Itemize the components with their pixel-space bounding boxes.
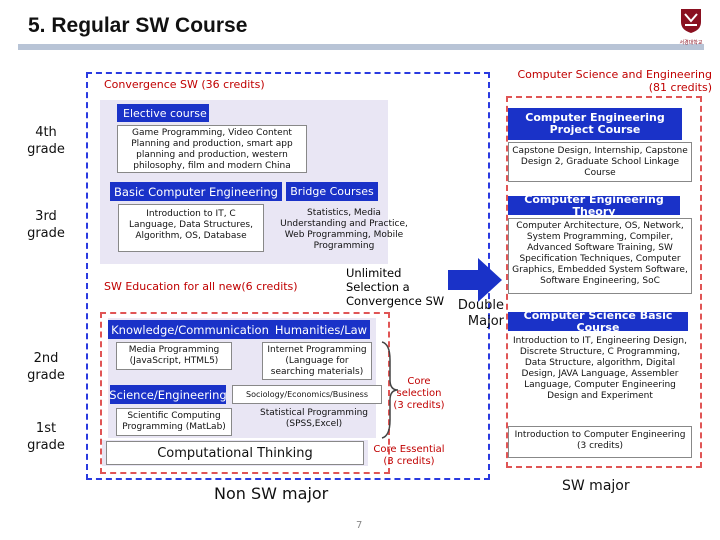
non-sw-major-label: Non SW major	[214, 484, 329, 503]
sw-education-region	[100, 312, 390, 474]
grade-2nd: 2nd grade	[27, 351, 65, 383]
title-divider	[18, 44, 704, 50]
engineering-theory-box: Computer Architecture, OS, Network, Syst…	[508, 218, 692, 294]
grade-1st: 1st grade	[27, 421, 65, 453]
cse-header: Computer Science and Engineering (81 cre…	[517, 68, 712, 94]
unlimited-selection-label: Unlimited Selection a Convergence SW	[346, 266, 445, 308]
page-title: 5. Regular SW Course	[28, 14, 248, 37]
convergence-sw-header: Convergence SW (36 credits)	[104, 78, 265, 91]
elective-course-label: Elective course	[117, 104, 209, 122]
computational-thinking-box: Computational Thinking	[106, 441, 364, 465]
cse-region	[506, 96, 702, 468]
basic-computer-engineering-label: Basic Computer Engineering	[110, 182, 282, 201]
university-logo: 서경대학교	[672, 8, 710, 48]
basic-course-box: Introduction to IT, Engineering Design, …	[513, 336, 687, 401]
sw-major-label: SW major	[562, 478, 630, 494]
core-essential-label: Core Essential (3 credits)	[373, 444, 445, 467]
sociology-economics-business-label: Sociology/Economics/Business	[232, 385, 382, 404]
intro-computer-engineering-box: Introduction to Computer Engineering (3 …	[508, 426, 692, 458]
core-selection-label: Core selection (3 credits)	[393, 376, 445, 411]
right-arrow-icon	[448, 258, 502, 302]
knowledge-communication-box: Media Programming (JavaScript, HTML5)	[116, 342, 232, 370]
elective-course-box: Game Programming, Video Content Planning…	[117, 125, 307, 173]
grade-4th: 4th grade	[27, 125, 65, 157]
project-course-label: Computer Engineering Project Course	[508, 108, 682, 140]
bridge-courses-label: Bridge Courses	[286, 182, 378, 201]
project-course-box: Capstone Design, Internship, Capstone De…	[508, 142, 692, 182]
sw-education-label: SW Education for all new(6 credits)	[104, 280, 298, 293]
basic-course-label: Computer Science Basic Course	[508, 309, 688, 333]
science-engineering-box: Scientific Computing Programming (MatLab…	[116, 408, 232, 436]
logo-caption: 서경대학교	[679, 40, 703, 46]
engineering-theory-label: Computer Engineering Theory	[508, 193, 680, 217]
page-number: 7	[356, 520, 363, 531]
humanities-law-label: Humanities/Law	[272, 320, 370, 339]
science-engineering-label: Science/Engineering	[109, 385, 227, 404]
basic-computer-engineering-box: Introduction to IT, C Language, Data Str…	[118, 204, 264, 252]
grade-3rd: 3rd grade	[27, 209, 65, 241]
knowledge-communication-label: Knowledge/Communication	[108, 320, 272, 339]
core-selection-brace-icon	[381, 341, 399, 439]
sociology-box: Statistical Programming (SPSS,Excel)	[260, 408, 368, 429]
double-major-label: Double Major	[457, 298, 504, 329]
humanities-law-box: Internet Programming (Language for searc…	[262, 342, 372, 380]
shield-icon	[681, 9, 701, 33]
bridge-courses-box: Statistics, Media Understanding and Prac…	[280, 208, 408, 251]
